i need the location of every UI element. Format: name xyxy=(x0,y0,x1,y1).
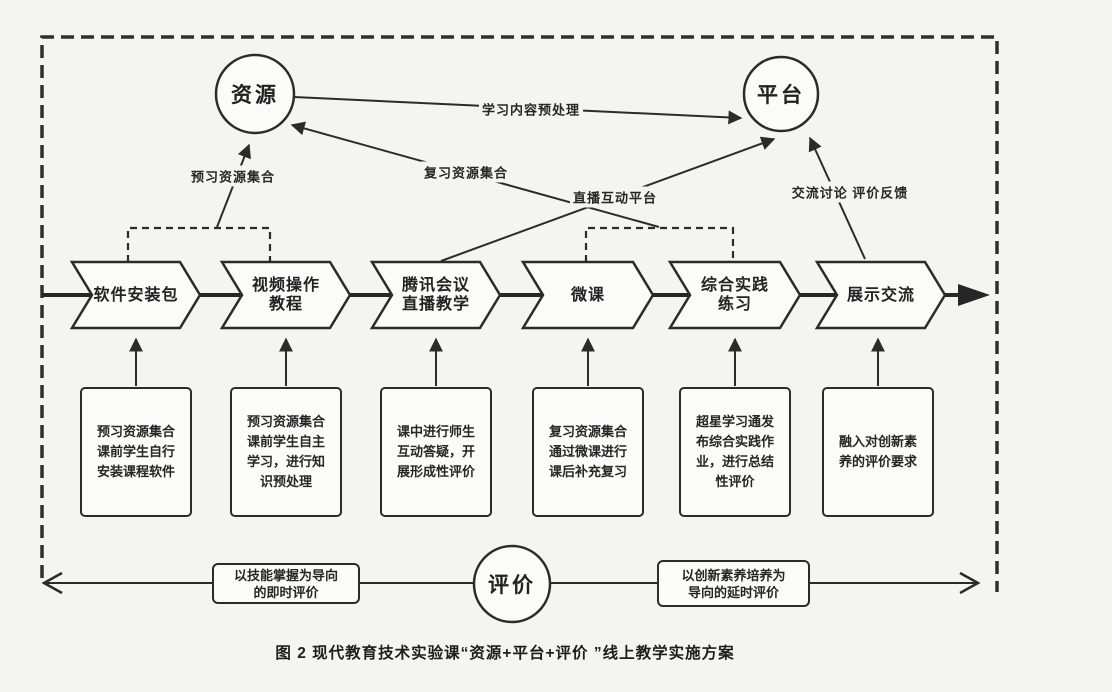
flow-step-chevron-2 xyxy=(219,260,352,330)
resource-hub-circle xyxy=(214,53,296,135)
step-note-box-5: 超星学习通发 布综合实践作 业，进行总结 性评价 xyxy=(679,387,791,517)
flow-step-label-4: 微课 xyxy=(570,286,605,304)
step-note-box-4: 复习资源集合 通过微课进行 课后补充复习 xyxy=(532,387,644,517)
evaluation-hub-circle xyxy=(472,544,552,624)
timeline-left-box: 以技能掌握为导向 的即时评价 xyxy=(212,563,360,604)
edge-label-preview-resources: 预习资源集合 xyxy=(187,165,279,187)
step-note-box-3: 课中进行师生 互动答疑，开 展形成性评价 xyxy=(380,387,492,517)
step-note-box-2: 预习资源集合 课前学生自主 学习，进行知 识预处理 xyxy=(230,387,342,517)
figure-caption: 图 2 现代教育技术实验课“资源+平台+评价 ”线上教学实施方案 xyxy=(275,645,735,662)
flow-step-chevron-6 xyxy=(814,260,947,330)
step-note-box-1: 预习资源集合 课前学生自行 安装课程软件 xyxy=(80,387,192,517)
dashed-boundary xyxy=(40,35,999,592)
flow-step-label-5: 综合实践 练习 xyxy=(700,277,769,313)
edge-label-content-preprocessing: 学习内容预处理 xyxy=(478,98,584,120)
step-note-box-6: 融入对创新素 养的评价要求 xyxy=(822,387,934,517)
main-flow-arrowhead-icon xyxy=(958,284,990,306)
timeline-right-arrowhead-icon xyxy=(959,571,981,595)
flow-step-chevron-1 xyxy=(69,260,202,330)
flow-step-label-2: 视频操作 教程 xyxy=(251,277,320,313)
edge-label-review-resources: 复习资源集合 xyxy=(420,161,512,183)
flow-step-chevron-5 xyxy=(667,260,802,330)
flow-step-label-1: 软件安装包 xyxy=(93,286,179,304)
edge-label-live-platform: 直播互动平台 xyxy=(569,186,661,208)
flow-step-label-6: 展示交流 xyxy=(846,286,915,304)
flow-step-chevron-4 xyxy=(520,260,655,330)
edge-label-discussion-feedback: 交流讨论 评价反馈 xyxy=(788,181,912,203)
evaluation-hub-label: 评价 xyxy=(488,574,536,597)
review-group-bracket xyxy=(584,226,735,262)
preview-group-bracket xyxy=(126,226,272,262)
timeline-left-arrowhead-icon xyxy=(41,571,63,595)
timeline-right-box: 以创新素养培养为 导向的延时评价 xyxy=(657,560,810,607)
platform-hub-label: 平台 xyxy=(757,84,805,107)
resource-hub-label: 资源 xyxy=(231,84,279,107)
flow-step-label-3: 腾讯会议 直播教学 xyxy=(401,277,470,313)
platform-hub-circle xyxy=(742,55,820,133)
flow-step-chevron-3 xyxy=(369,260,502,330)
